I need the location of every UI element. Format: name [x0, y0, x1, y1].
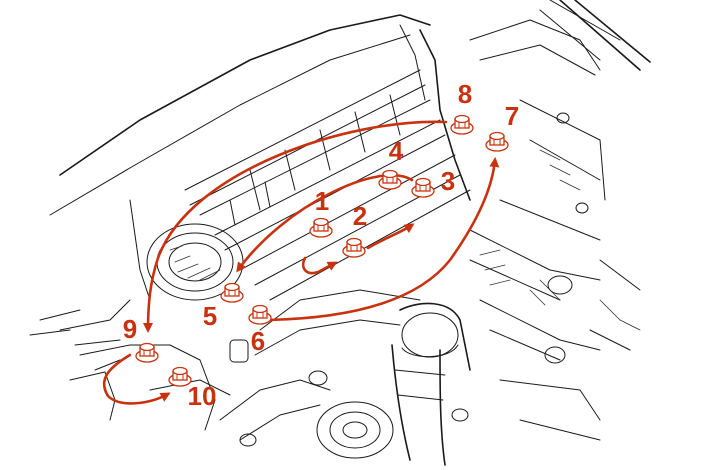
bolt-label-4: 4 — [389, 136, 404, 166]
bolt-label-8: 8 — [458, 79, 472, 109]
bolt-10: 10 — [168, 366, 217, 411]
bolt-7: 7 — [485, 101, 519, 152]
arrow-7-to-8 — [143, 120, 448, 333]
bolt-label-9: 9 — [123, 314, 137, 344]
arrow-9-to-10 — [102, 353, 171, 405]
bolt-9: 9 — [123, 314, 159, 363]
bolt-5: 5 — [203, 282, 244, 331]
bolt-label-10: 10 — [188, 381, 217, 411]
bolt-3: 3 — [411, 166, 455, 198]
engine-line-art — [29, 0, 651, 466]
arrow-2-to-3 — [366, 223, 415, 250]
bolt-label-3: 3 — [441, 166, 455, 196]
bolt-label-6: 6 — [251, 326, 265, 356]
bolt-label-5: 5 — [203, 301, 217, 331]
bolt-1: 1 — [309, 186, 333, 238]
bolt-6: 6 — [248, 304, 272, 356]
bolt-label-1: 1 — [315, 186, 329, 216]
sequence-arrows — [102, 120, 500, 405]
arrow-5-to-6 — [266, 157, 500, 322]
bolt-label-7: 7 — [505, 101, 519, 131]
bolt-4: 4 — [378, 136, 404, 190]
bolt-8: 8 — [450, 79, 474, 135]
bolt-label-2: 2 — [353, 201, 367, 231]
bolt-2: 2 — [342, 201, 367, 258]
arrow-1-to-2 — [301, 256, 338, 275]
